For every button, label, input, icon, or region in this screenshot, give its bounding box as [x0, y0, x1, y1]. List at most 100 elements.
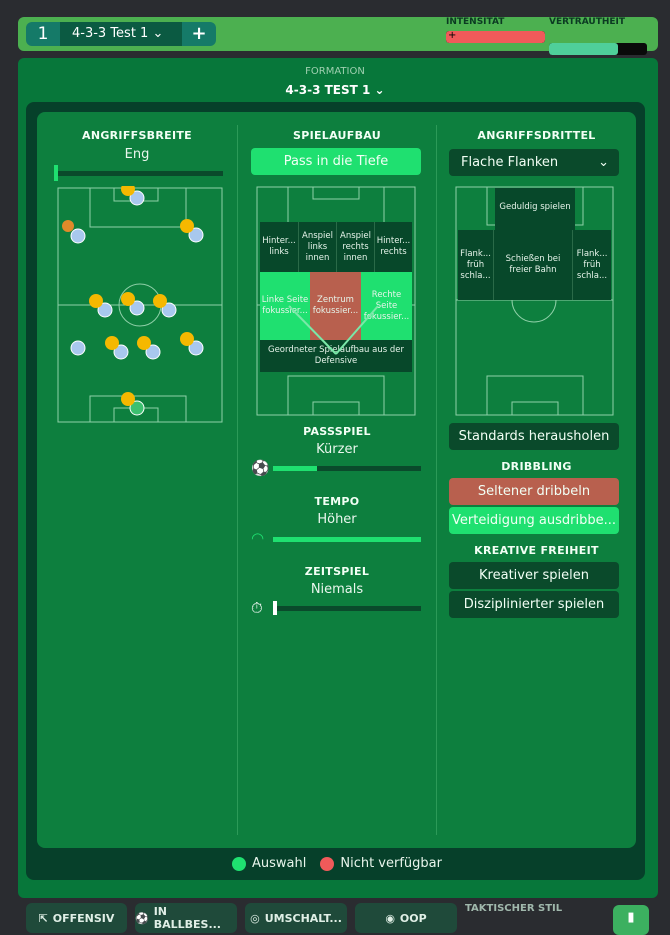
clipboard-icon: ▮	[627, 910, 635, 925]
plane-role-icon	[121, 392, 135, 406]
transition-icon: ◎	[250, 911, 260, 925]
tab-in-possession[interactable]: ⚽ IN BALLBES...	[135, 903, 237, 933]
zone-patient[interactable]: Geduldig spielen	[495, 188, 575, 230]
chevron-down-icon: ⌄	[152, 26, 164, 41]
plane-role-icon	[180, 219, 194, 233]
stopwatch-icon: ⏱	[251, 599, 263, 617]
zone-centre[interactable]: Zentrum fokussier...	[310, 272, 361, 340]
arrows-icon	[288, 305, 379, 355]
familiarity-label: VERTRAUTHEIT	[549, 17, 626, 27]
time-wasting-value: Niemals	[310, 582, 364, 597]
tactical-style-label: TAKTISCHER STIL	[465, 903, 563, 914]
player-marker[interactable]	[70, 228, 86, 244]
zone-shoot-on-sight[interactable]: Schießen bei freier Bahn	[493, 230, 573, 300]
tempo-heading: TEMPO	[314, 495, 360, 508]
more-expressive-button[interactable]: Kreativer spielen	[449, 562, 619, 589]
player-marker[interactable]	[129, 400, 145, 416]
time-wasting-heading: ZEITSPIEL	[304, 565, 370, 578]
crossing-dropdown[interactable]: Flache Flanken ⌄	[449, 149, 619, 176]
ball-icon: ⚽	[251, 459, 270, 477]
tab-offensive[interactable]: ⇱ OFFENSIV	[26, 903, 127, 933]
plane-role-icon	[180, 332, 194, 346]
tab-transition[interactable]: ◎ UMSCHALT...	[245, 903, 347, 933]
plus-icon: +	[448, 31, 457, 41]
player-marker[interactable]	[188, 340, 204, 356]
player-marker[interactable]	[188, 227, 204, 243]
tactic-select[interactable]: 4-3-3 Test 1 ⌄	[60, 22, 182, 46]
ball-icon: ⚽	[135, 911, 149, 925]
tab-out-of-possession[interactable]: ◉ OOP	[355, 903, 457, 933]
player-marker[interactable]	[161, 302, 177, 318]
tab-label: UMSCHALT...	[264, 911, 342, 925]
passing-value: Kürzer	[316, 442, 358, 457]
formation-pitch	[57, 186, 223, 423]
plane-role-icon	[153, 294, 167, 308]
zone-right-channel[interactable]: Hinter... rechts	[374, 222, 412, 272]
crossing-value: Flache Flanken	[461, 155, 559, 170]
dribble-less-button[interactable]: Seltener dribbeln	[449, 478, 619, 505]
add-tactic-button[interactable]: +	[182, 22, 216, 46]
selected-dot-icon	[232, 856, 246, 871]
legend: Auswahl Nicht verfügbar	[232, 856, 442, 871]
time-wasting-slider[interactable]	[273, 601, 421, 615]
unavailable-dot-icon	[320, 856, 335, 871]
player-marker[interactable]	[97, 302, 113, 318]
plane-role-icon	[89, 294, 103, 308]
tab-label: OFFENSIV	[52, 911, 115, 925]
passing-heading: PASSSPIEL	[303, 425, 371, 438]
divider	[436, 125, 437, 835]
tactic-number[interactable]: 1	[26, 22, 60, 46]
zone-early-cross-right[interactable]: Flank... früh schla...	[573, 230, 611, 300]
run-at-defence-button[interactable]: Verteidigung ausdribbe...	[449, 507, 619, 534]
zone-left-flank[interactable]: Linke Seite fokussier...	[260, 272, 310, 340]
formation-value: 4-3-3 TEST 1	[285, 83, 371, 97]
zone-build-up-defence[interactable]: Geordneter Spielaufbau aus der Defensive	[260, 340, 412, 372]
creative-freedom-heading: KREATIVE FREIHEIT	[474, 544, 599, 557]
attack-width-heading: ANGRIFFSBREITE	[82, 129, 192, 142]
attack-width-slider[interactable]	[54, 171, 223, 176]
tab-label: IN BALLBES...	[153, 905, 221, 931]
passing-slider[interactable]	[273, 466, 421, 471]
build-up-pitch: Hinter... links Anspiel links innen Ansp…	[256, 186, 416, 416]
zone-right-flank[interactable]: Rechte Seite fokussier...	[361, 272, 412, 340]
intensity-meter: +	[446, 31, 545, 43]
tab-label: OOP	[399, 911, 427, 925]
set-pieces-button[interactable]: Standards herausholen	[449, 423, 619, 450]
dribbling-heading: DRIBBLING	[501, 460, 572, 473]
zone-early-cross-left[interactable]: Flank... früh schla...	[458, 230, 493, 300]
formation-select[interactable]: 4-3-3 TEST 1 ⌄	[285, 83, 385, 97]
legend-selected: Auswahl	[252, 856, 307, 871]
zone-right-inside[interactable]: Anspiel rechts innen	[336, 222, 374, 272]
final-third-pitch: Geduldig spielen Flank... früh schla... …	[455, 186, 614, 416]
player-marker[interactable]	[70, 340, 86, 356]
arrow-icon: ⇱	[38, 911, 48, 925]
divider	[237, 125, 238, 835]
tactic-bar: 1 4-3-3 Test 1 ⌄ + INTENSITÄT + VERTRAUT…	[18, 17, 658, 55]
oop-icon: ◉	[385, 911, 395, 925]
formation-label: FORMATION	[305, 66, 365, 77]
player-marker[interactable]	[129, 300, 145, 316]
chevron-down-icon: ⌄	[598, 155, 609, 170]
attack-width-value: Eng	[124, 147, 150, 162]
build-up-heading: SPIELAUFBAU	[292, 129, 381, 142]
final-third-heading: ANGRIFFSDRITTEL	[477, 129, 596, 142]
plane-role-icon	[137, 336, 151, 350]
player-marker[interactable]	[129, 190, 145, 206]
tactic-tab-group: 1 4-3-3 Test 1 ⌄ +	[26, 22, 216, 46]
build-up-button[interactable]: Pass in die Tiefe	[251, 148, 421, 175]
plane-role-icon	[121, 186, 135, 196]
zone-left-inside[interactable]: Anspiel links innen	[298, 222, 336, 272]
tempo-value: Höher	[317, 512, 357, 527]
style-button[interactable]: ▮	[613, 905, 649, 935]
plane-role-icon	[121, 292, 135, 306]
slider-handle[interactable]	[54, 165, 58, 181]
tactic-name: 4-3-3 Test 1	[72, 26, 149, 41]
zone-left-channel[interactable]: Hinter... links	[260, 222, 298, 272]
tempo-slider[interactable]	[273, 537, 421, 542]
more-disciplined-button[interactable]: Disziplinierter spielen	[449, 591, 619, 618]
player-marker[interactable]	[113, 344, 129, 360]
speedometer-icon: ◠	[251, 529, 265, 547]
plus-icon	[62, 220, 74, 232]
player-marker[interactable]	[145, 344, 161, 360]
familiarity-meter	[549, 43, 647, 55]
